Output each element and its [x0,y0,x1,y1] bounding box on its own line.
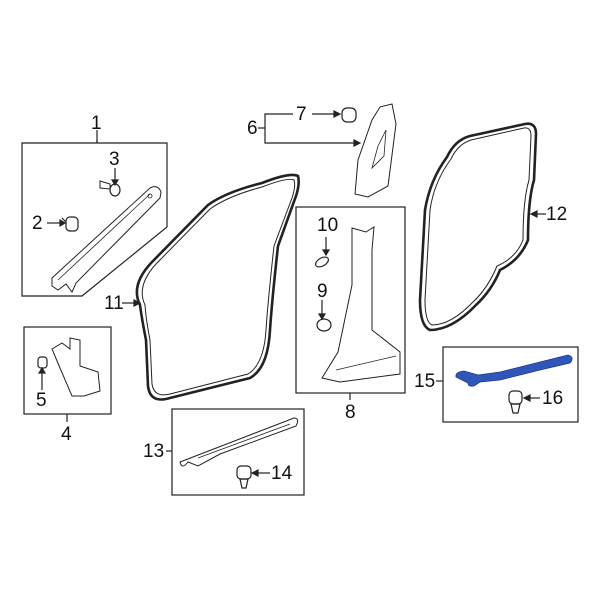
callout-15: 15 [414,371,436,392]
part-11-weatherstrip [122,173,300,401]
callout-2: 2 [32,213,43,234]
group-8-box [295,206,406,400]
part-12-weatherstrip [418,122,546,332]
group-15-box [436,346,579,423]
callout-9: 9 [317,281,328,302]
callout-6: 6 [247,118,258,139]
callout-1: 1 [91,113,102,134]
callout-13: 13 [143,441,165,462]
group-4-box [23,326,112,422]
group-1-box [21,130,168,297]
callout-3: 3 [109,149,120,170]
callout-12: 12 [546,204,568,225]
callout-4: 4 [61,424,72,445]
callout-14: 14 [271,463,293,484]
callout-16: 16 [542,388,564,409]
callout-7: 7 [296,104,307,125]
part-15-highlighted [455,354,573,387]
callout-8: 8 [345,402,356,423]
callout-5: 5 [36,390,47,411]
callout-11: 11 [104,293,124,314]
callout-10: 10 [317,215,339,236]
group-6-bracket [258,103,397,198]
group-13-box [166,408,305,496]
